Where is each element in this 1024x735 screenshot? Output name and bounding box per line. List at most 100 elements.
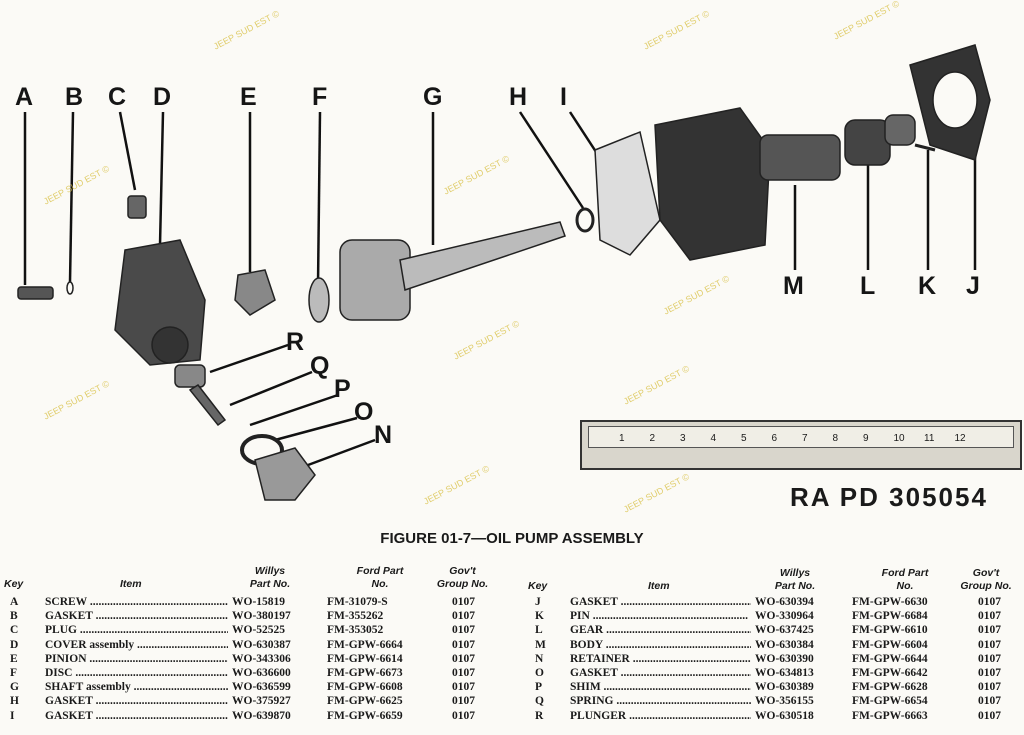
cell-key: Q xyxy=(535,695,544,708)
cell-willys-part-no: WO-15819 xyxy=(232,596,286,608)
cell-govt-group-no: 0107 xyxy=(452,652,475,665)
callout-n: N xyxy=(374,421,393,449)
cell-ford-part-no: FM-GPW-6659 xyxy=(327,709,403,722)
cell-willys-part-no: WO-343306 xyxy=(232,652,291,665)
callout-h: H xyxy=(509,83,528,111)
cell-willys-part-no: WO-637425 xyxy=(755,624,814,637)
callout-g: G xyxy=(423,83,443,111)
cell-key: G xyxy=(10,681,19,694)
callout-j: J xyxy=(966,272,980,300)
ruler-tick: 9 xyxy=(863,433,869,444)
cell-govt-group-no: 0107 xyxy=(452,695,475,708)
cell-key: C xyxy=(10,624,19,637)
cell-item: GASKET xyxy=(45,609,228,623)
cell-key: P xyxy=(535,681,543,694)
cell-item: SHAFT assembly xyxy=(45,680,228,694)
header-ford: Ford Part No. xyxy=(881,567,929,592)
cell-ford-part-no: FM-GPW-6664 xyxy=(327,638,403,651)
cell-ford-part-no: FM-GPW-6654 xyxy=(852,695,928,708)
cell-willys-part-no: WO-630518 xyxy=(755,709,814,722)
cell-willys-part-no: WO-630390 xyxy=(755,652,814,665)
cell-key: F xyxy=(10,667,18,679)
cell-govt-group-no: 0107 xyxy=(452,667,475,679)
cell-willys-part-no: WO-375927 xyxy=(232,695,291,708)
cell-govt-group-no: 0107 xyxy=(978,695,1001,708)
cell-item: GASKET xyxy=(45,709,228,723)
cell-ford-part-no: FM-GPW-6610 xyxy=(852,624,928,637)
cell-item: GASKET xyxy=(45,694,228,708)
cell-ford-part-no: FM-GPW-6663 xyxy=(852,709,928,722)
callout-arrows xyxy=(23,111,977,470)
header-ford: Ford Part No. xyxy=(356,565,404,590)
cell-key: K xyxy=(535,610,544,623)
ruler-tick: 3 xyxy=(680,433,686,444)
cell-govt-group-no: 0107 xyxy=(452,596,475,608)
cell-item: PINION xyxy=(45,652,228,666)
cell-item: PIN xyxy=(570,609,751,623)
cell-govt-group-no: 0107 xyxy=(452,681,475,694)
callout-b: B xyxy=(65,83,84,111)
callout-r: R xyxy=(286,328,305,356)
callout-l: L xyxy=(860,272,876,300)
cell-ford-part-no: FM-GPW-6614 xyxy=(327,652,403,665)
header-govt: Gov't Group No. xyxy=(436,565,489,590)
cell-key: O xyxy=(535,667,544,679)
callout-k: K xyxy=(918,272,937,300)
ruler-tick: 2 xyxy=(649,433,656,444)
callout-d: D xyxy=(153,83,172,111)
header-key: Key xyxy=(4,578,24,590)
cell-willys-part-no: WO-636599 xyxy=(232,681,291,694)
cell-govt-group-no: 0107 xyxy=(978,638,1001,651)
cell-item: BODY xyxy=(570,638,751,652)
ruler-tick: 10 xyxy=(893,433,905,444)
ruler-tick: 1 xyxy=(619,433,625,444)
callout-c: C xyxy=(108,83,127,111)
cell-willys-part-no: WO-52525 xyxy=(232,624,286,637)
cell-willys-part-no: WO-636600 xyxy=(232,667,291,679)
cell-ford-part-no: FM-GPW-6673 xyxy=(327,667,403,679)
cell-willys-part-no: WO-630394 xyxy=(755,596,814,608)
cell-item: PLUNGER xyxy=(570,709,751,723)
cell-item: GASKET xyxy=(570,666,751,680)
cell-govt-group-no: 0107 xyxy=(978,652,1001,665)
cell-key: I xyxy=(10,709,15,722)
cell-govt-group-no: 0107 xyxy=(452,610,475,623)
cell-key: B xyxy=(10,610,18,623)
cell-item: COVER assembly xyxy=(45,638,228,652)
header-willys: Willys Part No. xyxy=(249,565,291,590)
cell-ford-part-no: FM-GPW-6628 xyxy=(852,681,928,694)
cell-item: GEAR xyxy=(570,623,751,637)
cell-item: SHIM xyxy=(570,680,751,694)
cell-key: R xyxy=(535,709,544,722)
callout-m: M xyxy=(783,272,804,300)
cell-govt-group-no: 0107 xyxy=(978,610,1001,623)
cell-key: N xyxy=(535,652,544,665)
callout-a: A xyxy=(15,83,34,111)
ruler-tick: 7 xyxy=(802,433,808,444)
cell-item: GASKET xyxy=(570,595,751,609)
ruler-tick: 8 xyxy=(832,433,839,444)
cell-willys-part-no: WO-330964 xyxy=(755,610,814,623)
callout-f: F xyxy=(312,83,328,111)
cell-item: SPRING xyxy=(570,694,751,708)
cell-willys-part-no: WO-380197 xyxy=(232,610,291,623)
cell-govt-group-no: 0107 xyxy=(978,709,1001,722)
header-key: Key xyxy=(528,580,548,592)
cell-ford-part-no: FM-GPW-6604 xyxy=(852,638,928,651)
cell-key: H xyxy=(10,695,19,708)
cell-govt-group-no: 0107 xyxy=(978,596,1001,608)
callout-o: O xyxy=(354,398,374,426)
parts xyxy=(17,44,991,501)
cell-ford-part-no: FM-GPW-6642 xyxy=(852,667,928,679)
cell-willys-part-no: WO-630384 xyxy=(755,638,814,651)
callout-p: P xyxy=(334,375,351,403)
cell-willys-part-no: WO-630389 xyxy=(755,681,814,694)
cell-govt-group-no: 0107 xyxy=(978,624,1001,637)
figure-caption: FIGURE 01-7—OIL PUMP ASSEMBLY xyxy=(380,530,644,547)
cell-ford-part-no: FM-353052 xyxy=(327,624,384,637)
ruler-tick: 12 xyxy=(954,433,966,444)
cell-ford-part-no: FM-355262 xyxy=(327,610,384,623)
cell-key: J xyxy=(535,596,541,608)
exploded-view-illustration xyxy=(17,44,991,501)
ruler-tick: 4 xyxy=(710,433,717,444)
